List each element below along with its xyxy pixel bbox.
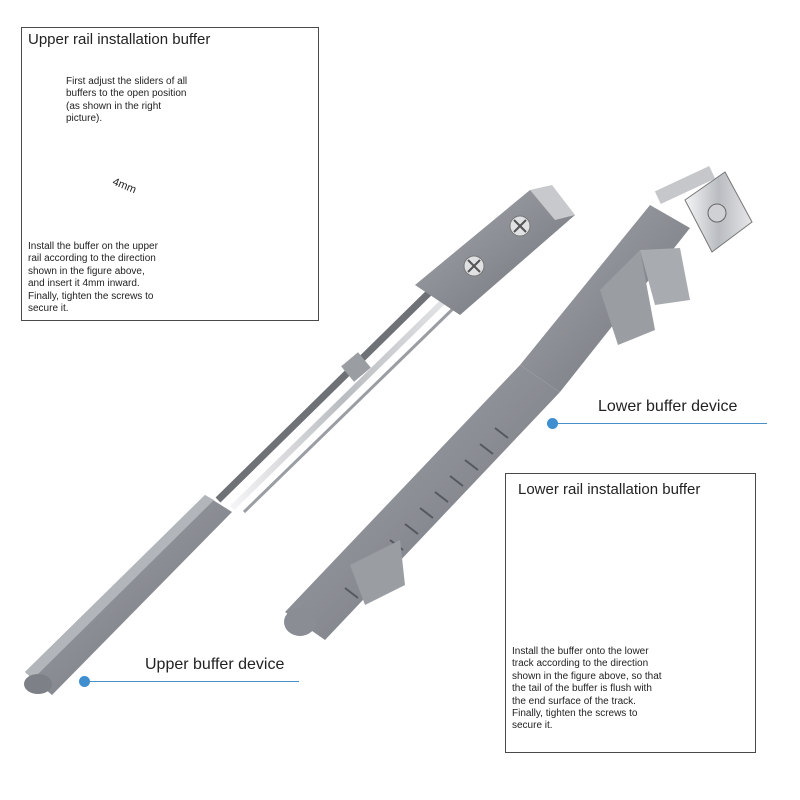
upper-buffer-device-label: Upper buffer device xyxy=(145,656,285,673)
lower-callout-line xyxy=(553,423,767,424)
lower-buffer-device-label: Lower buffer device xyxy=(598,398,738,415)
upper-buffer-device-image xyxy=(24,185,575,695)
upper-callout-dot xyxy=(79,676,90,687)
upper-rail-panel xyxy=(21,27,319,321)
screw-icon xyxy=(463,255,485,277)
screw-icon xyxy=(509,215,531,237)
upper-install-note: Install the buffer on the upper rail acc… xyxy=(28,241,158,315)
lower-rail-panel xyxy=(505,473,756,753)
upper-callout-line xyxy=(85,681,299,682)
lower-install-note: Install the buffer onto the lower track … xyxy=(512,646,662,732)
lower-panel-title: Lower rail installation buffer xyxy=(518,481,701,498)
lower-buffer-device-image xyxy=(284,165,753,640)
upper-panel-title: Upper rail installation buffer xyxy=(28,31,211,48)
upper-adjust-note: First adjust the sliders of all buffers … xyxy=(66,76,188,125)
lower-callout-dot xyxy=(547,418,558,429)
